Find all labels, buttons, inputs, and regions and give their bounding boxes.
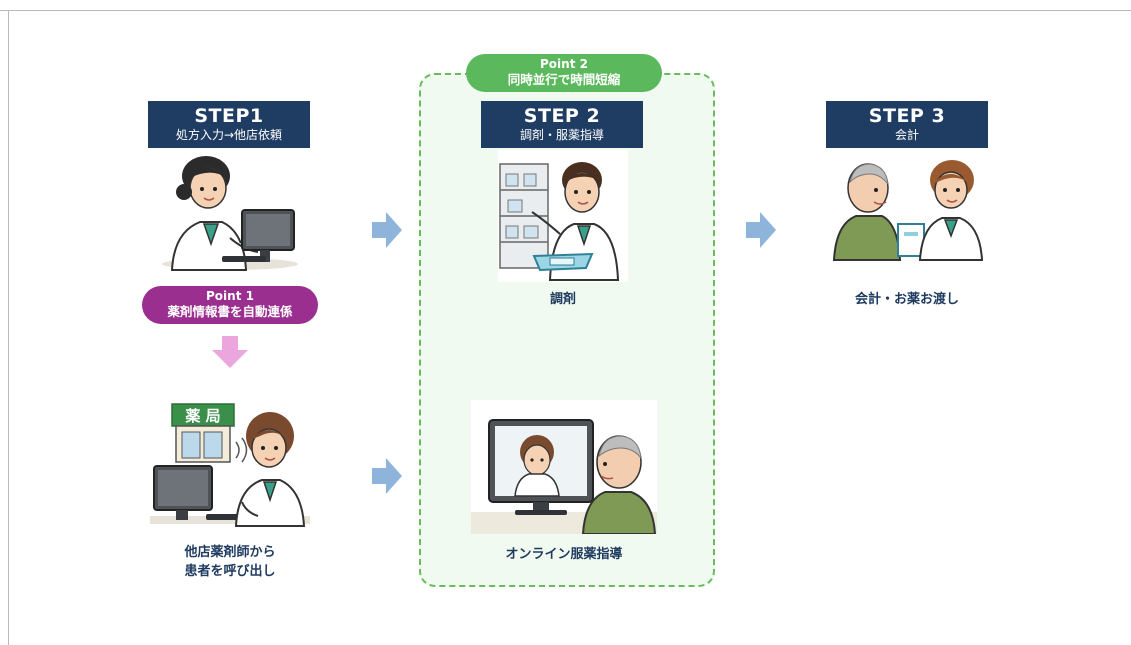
payment-caption: 会計・お薬お渡し (854, 292, 959, 307)
online-instruction-illustration (471, 400, 657, 534)
step1-title: STEP1 (194, 105, 264, 127)
dispensing-illustration (498, 150, 628, 282)
frame-left-border (8, 10, 9, 645)
point2-badge: Point 2 同時並行で時間短縮 (466, 54, 662, 92)
point2-label: Point 2 (540, 57, 588, 71)
step3-subtitle: 会計 (894, 128, 919, 142)
arrow-right-icon (372, 458, 402, 494)
point2-text: 同時並行で時間短縮 (507, 72, 621, 87)
arrow-right-icon (372, 212, 402, 248)
step3-title: STEP 3 (868, 105, 946, 127)
pharmacy-sign: 薬 局 (184, 407, 220, 425)
step1-subtitle: 処方入力→他店依頼 (175, 128, 283, 142)
frame-top-border (0, 10, 1131, 11)
payment-illustration (830, 156, 986, 268)
step2-header: STEP 2 調剤・服薬指導 (481, 101, 643, 148)
pharmacist-computer-illustration (160, 152, 300, 272)
other-pharmacist-caption: 他店薬剤師から 患者を呼び出し (140, 543, 320, 581)
point1-badge: Point 1 薬剤情報書を自動連係 (142, 286, 318, 324)
dispensing-caption: 調剤 (549, 292, 576, 307)
step2-subtitle: 調剤・服薬指導 (519, 128, 604, 142)
step2-title: STEP 2 (523, 105, 601, 127)
step3-header: STEP 3 会計 (826, 101, 988, 148)
point1-text: 薬剤情報書を自動連係 (167, 304, 293, 319)
arrow-down-icon (212, 336, 248, 368)
step1-header: STEP1 処方入力→他店依頼 (148, 101, 310, 148)
other-pharmacist-caption-line1: 他店薬剤師から (184, 545, 276, 560)
other-pharmacy-illustration: 薬 局 (150, 402, 310, 528)
online-instruction-caption: オンライン服薬指導 (505, 547, 623, 562)
point1-label: Point 1 (206, 289, 254, 303)
arrow-right-icon (746, 212, 776, 248)
other-pharmacist-caption-line2: 患者を呼び出し (184, 564, 276, 579)
